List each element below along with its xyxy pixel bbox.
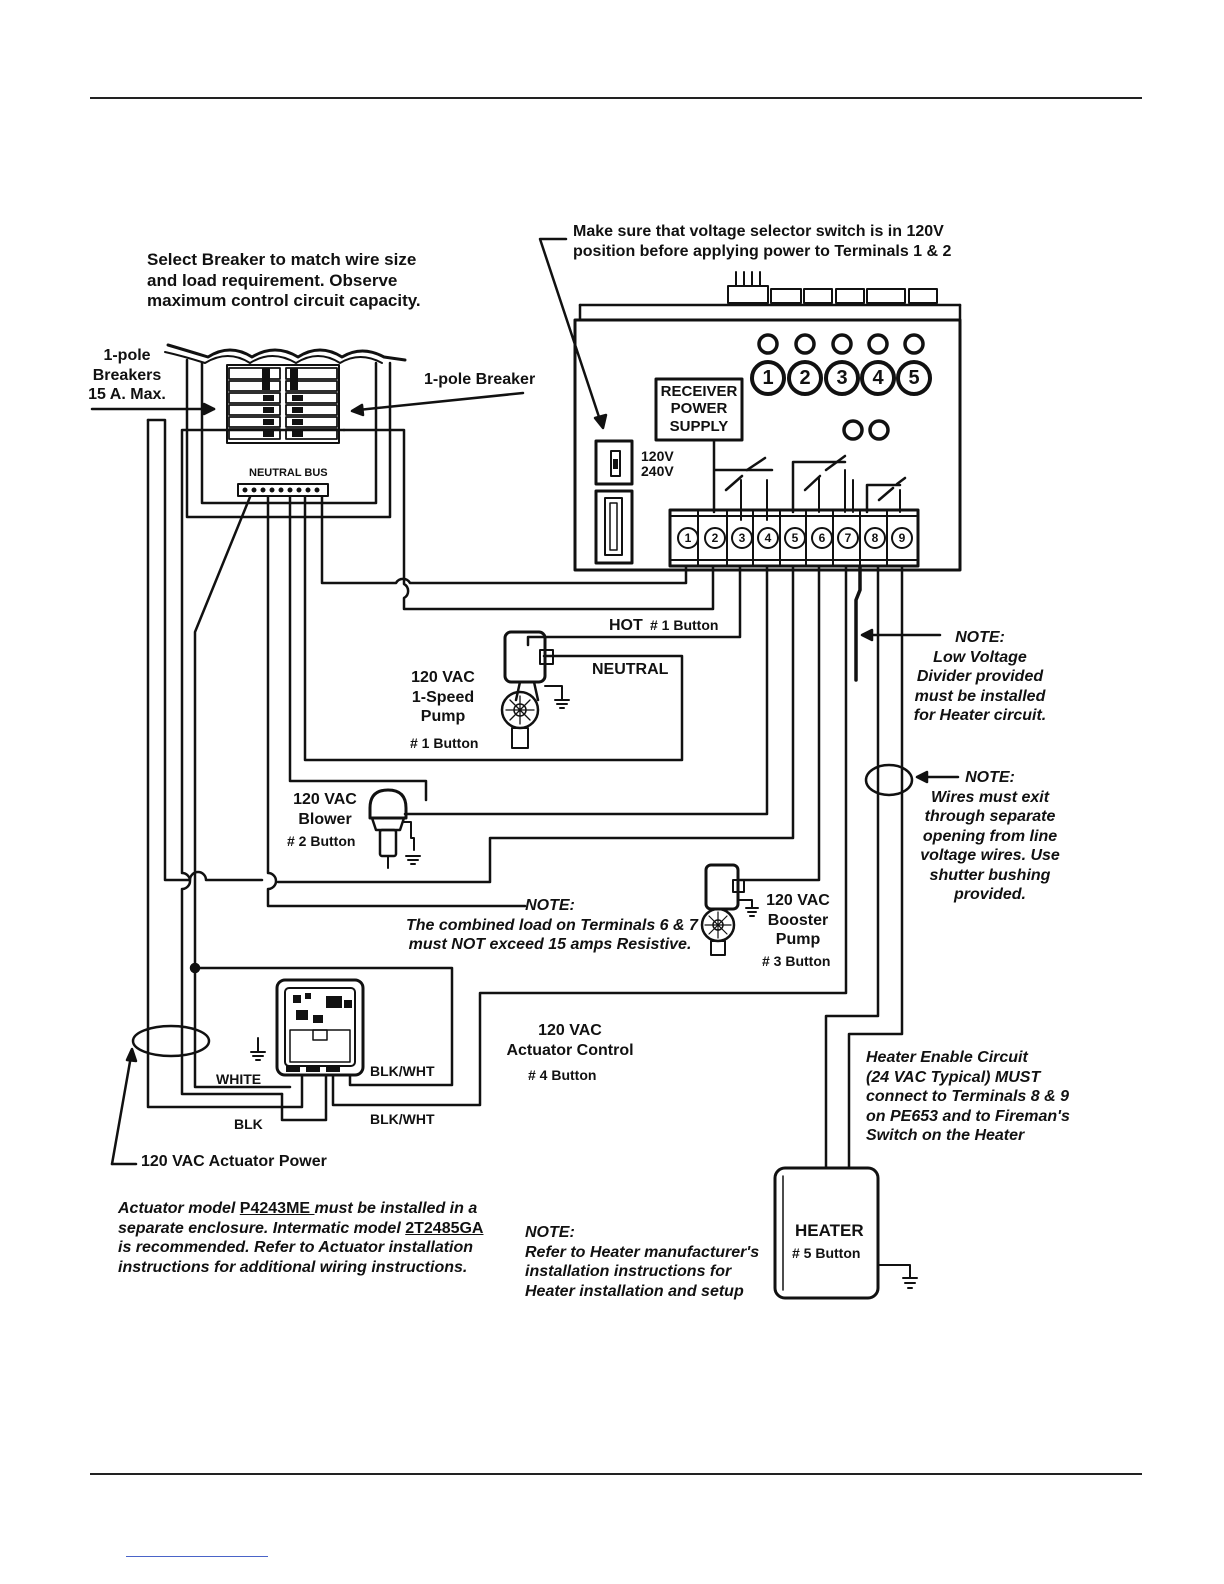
combined-load-note: NOTE:The combined load on Terminals 6 & …	[406, 897, 698, 954]
neutral-bus-label: NEUTRAL BUS	[249, 467, 328, 479]
blk-wire-label: BLK	[234, 1116, 263, 1132]
bottom-rule	[90, 1473, 1142, 1475]
button-1: 1	[762, 367, 774, 389]
white-wire-label: WHITE	[216, 1071, 262, 1087]
footer-link-underline	[126, 1556, 268, 1557]
pump-button-label: # 1 Button	[410, 735, 479, 751]
heater-label: HEATER	[795, 1221, 864, 1240]
actuator-icon	[250, 978, 365, 1077]
wires	[146, 418, 904, 1170]
button-5: 5	[908, 367, 920, 389]
heater-icon	[773, 1166, 918, 1300]
blower-button-label: # 2 Button	[287, 833, 356, 849]
blk-wht-label-1: BLK/WHT	[370, 1063, 435, 1079]
actuator-button-label: # 4 Button	[528, 1067, 597, 1083]
blk-wht-label-2: BLK/WHT	[370, 1111, 435, 1127]
hot-label: HOT	[609, 617, 643, 634]
button-2: 2	[799, 367, 811, 389]
heater-button-label: # 5 Button	[792, 1245, 861, 1261]
hot-button-label: # 1 Button	[650, 617, 719, 633]
top-rule	[90, 97, 1142, 99]
button-3: 3	[836, 367, 848, 389]
booster-button-label: # 3 Button	[762, 953, 831, 969]
voltage-selector-note: Make sure that voltage selector switch i…	[573, 223, 952, 260]
heater-enable-note: Heater Enable Circuit(24 VAC Typical) MU…	[866, 1049, 1070, 1145]
terminal-8: 8	[864, 527, 886, 549]
actuator-installation-note: Actuator model P4243ME must be installed…	[118, 1200, 484, 1276]
terminal-4: 4	[757, 527, 779, 549]
control-box	[573, 271, 962, 572]
button-4: 4	[872, 367, 884, 389]
terminal-9: 9	[891, 527, 913, 549]
terminal-1: 1	[677, 527, 699, 549]
terminal-2: 2	[704, 527, 726, 549]
terminal-5: 5	[784, 527, 806, 549]
terminal-7: 7	[837, 527, 859, 549]
booster-pump-icon	[700, 863, 759, 956]
blower-icon	[368, 788, 421, 869]
actuator-power-label: 120 VAC Actuator Power	[141, 1153, 327, 1170]
pump-icon	[500, 630, 570, 749]
terminal-3: 3	[731, 527, 753, 549]
neutral-label: NEUTRAL	[592, 661, 669, 678]
terminal-6: 6	[811, 527, 833, 549]
breaker-right-label: 1-pole Breaker	[424, 371, 536, 388]
